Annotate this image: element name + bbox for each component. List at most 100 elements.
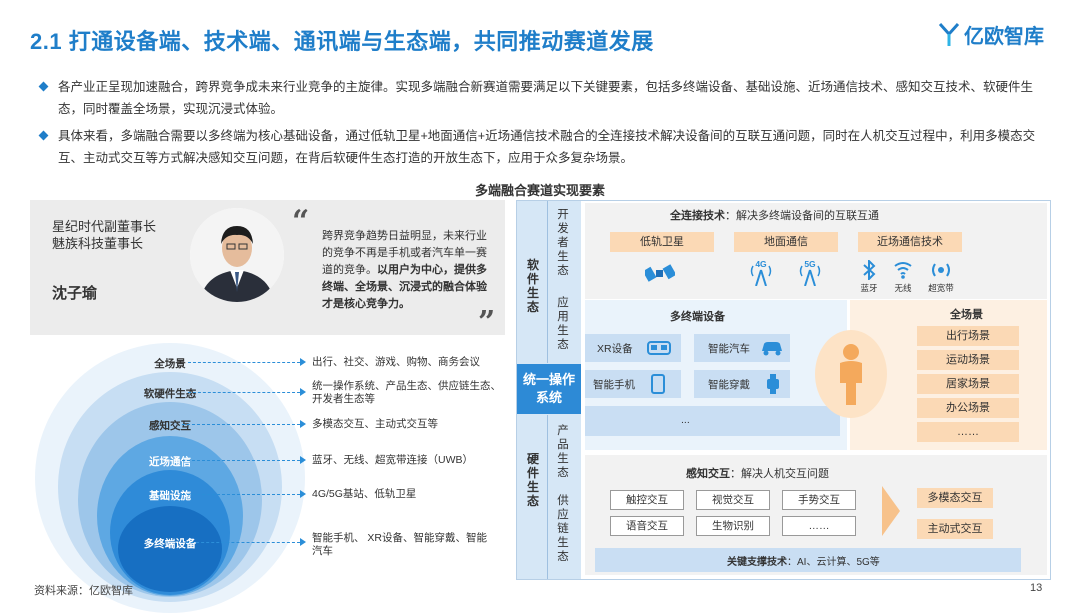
- 4g-tower-icon: [750, 265, 772, 286]
- device-label: 智能手机: [593, 379, 635, 391]
- devices-title: 多终端设备: [670, 311, 725, 323]
- quote-text: 跨界竞争趋势日益明显，未来行业的竞争不再是手机或者汽车单一赛道的竞争。以用户为中…: [322, 228, 490, 313]
- support-tech-title: 关键支撑技术: [727, 557, 787, 568]
- close-quote-mark: ”: [478, 305, 496, 340]
- software-eco-label: 软件生态: [526, 258, 539, 314]
- wireless-label: 无线: [894, 283, 912, 293]
- perception-item: 生物识别: [696, 516, 770, 536]
- layer-label: 感知交互: [149, 420, 191, 432]
- arrow-icon: [300, 490, 306, 498]
- quote-text-bold: 以用户为中心，提供多终端、全场景、沉浸式的融合体验才是核心竞争力。: [322, 264, 487, 310]
- leader-line: [188, 392, 300, 393]
- supply-eco-label: 供应链生态: [557, 495, 569, 563]
- product-eco-label: 产品生态: [557, 425, 569, 479]
- os-band: 统一操作系统: [517, 364, 581, 414]
- device-item: 智能穿戴: [694, 370, 790, 398]
- logo-text: 亿欧智库: [964, 26, 1044, 48]
- scene-item: ……: [917, 422, 1019, 442]
- quote-text-plain: 跨界竞争趋势日益明显，未来行业的竞争不再是手机或者汽车单一赛道的竞争。: [322, 230, 487, 276]
- full-connectivity-name: 全连接技术: [670, 210, 725, 222]
- perception-item: 手势交互: [782, 490, 856, 510]
- conn-item: 地面通信: [734, 232, 838, 252]
- 5g-tower-icon: [799, 265, 821, 286]
- perception-title: 感知交互：解决人机交互问题: [686, 465, 829, 481]
- person-photo-icon: [190, 208, 284, 302]
- device-item: 智能手机: [585, 370, 681, 398]
- arrow-icon: [300, 388, 306, 396]
- layer-label: 软硬件生态: [143, 388, 197, 400]
- device-label: ...: [681, 414, 690, 426]
- smartwatch-icon: [767, 374, 779, 394]
- scene-item: 运动场景: [917, 350, 1019, 370]
- quote-role-line: 星纪时代副董事长: [52, 219, 157, 234]
- device-item: XR设备: [585, 334, 681, 362]
- leader-line: [186, 542, 300, 543]
- logo-icon: [938, 22, 960, 46]
- hardware-eco-label: 硬件生态: [526, 452, 539, 508]
- leader-line: [188, 362, 300, 363]
- device-item: 智能汽车: [694, 334, 790, 362]
- bullet-item: 各产业正呈现加速融合，跨界竞争成未来行业竞争的主旋律。实现多端融合新赛道需要满足…: [40, 76, 1050, 120]
- layer-desc: 统一操作系统、产品生态、供应链生态、开发者生态等: [312, 380, 501, 405]
- bluetooth-label: 蓝牙: [860, 283, 878, 293]
- scenes-title: 全场景: [950, 309, 983, 321]
- perception-item: 触控交互: [610, 490, 684, 510]
- app-eco-label: 应用生态: [557, 297, 569, 351]
- bullet-item: 具体来看，多端融合需要以多终端为核心基础设备，通过低轨卫星+地面通信+近场通信技…: [40, 125, 1050, 169]
- layer-desc: 出行、社交、游戏、购物、商务会议: [312, 356, 480, 368]
- conn-item: 近场通信技术: [858, 232, 962, 252]
- quote-role-line: 魅族科技董事长: [52, 236, 144, 251]
- perception-desc: ：解决人机交互问题: [730, 468, 829, 480]
- layer-diagram: 全场景 软硬件生态 感知交互 近场通信 基础设施 多终端设备 出行、社交、游戏、…: [0, 0, 501, 613]
- car-icon: [762, 342, 782, 356]
- layer-desc: 多模态交互、主动式交互等: [312, 418, 438, 430]
- support-tech-text: 关键支撑技术：AI、云计算、5G等: [727, 553, 880, 568]
- layer-label: 近场通信: [149, 456, 191, 468]
- person-icon: [840, 344, 862, 405]
- arrow-icon: [300, 420, 306, 428]
- 4g-label: 4G: [755, 259, 767, 269]
- uwb-label: 超宽带: [928, 283, 954, 293]
- perception-item: ……: [782, 516, 856, 536]
- full-connectivity-title: 全连接技术：解决多终端设备间的互联互通: [670, 207, 879, 223]
- satellite-icon: [645, 264, 675, 282]
- avatar: [190, 208, 284, 302]
- leader-line: [182, 424, 300, 425]
- layer-desc: 智能手机、 XR设备、智能穿戴、智能汽车: [312, 532, 488, 557]
- column-divider: [547, 201, 548, 363]
- page-title: 2.1 打通设备端、技术端、通讯端与生态端，共同推动赛道发展: [30, 29, 654, 54]
- leader-line: [182, 494, 300, 495]
- leader-line: [182, 460, 300, 461]
- layer-desc: 4G/5G基站、低轨卫星: [312, 488, 417, 500]
- bluetooth-icon: [863, 260, 876, 280]
- layer-label: 基础设施: [149, 490, 191, 502]
- conn-item: 低轨卫星: [610, 232, 714, 252]
- perception-result: 多模态交互: [917, 488, 993, 508]
- layer-ring: [118, 506, 222, 592]
- device-label: 智能汽车: [708, 343, 750, 355]
- arrow-icon: [300, 538, 306, 546]
- source-note: 资料来源：亿欧智库: [34, 585, 133, 597]
- perception-item: 视觉交互: [696, 490, 770, 510]
- scene-item: 办公场景: [917, 398, 1019, 418]
- perception-item: 语音交互: [610, 516, 684, 536]
- support-tech-desc: ：AI、云计算、5G等: [787, 557, 880, 568]
- quote-role: 星纪时代副董事长 魅族科技董事长: [52, 218, 156, 252]
- chevron-right-icon: [882, 486, 900, 536]
- layer-desc: 蓝牙、无线、超宽带连接（UWB）: [312, 454, 473, 466]
- arrow-icon: [300, 456, 306, 464]
- uwb-icon: [932, 263, 950, 277]
- brand-logo: 亿欧智库: [938, 20, 1044, 49]
- bullet-list: 各产业正呈现加速融合，跨界竞争成未来行业竞争的主旋律。实现多端融合新赛道需要满足…: [40, 76, 1050, 174]
- support-tech-bar: [595, 548, 1021, 572]
- page-number: 13: [1030, 582, 1043, 594]
- scene-item: 居家场景: [917, 374, 1019, 394]
- smartphone-icon: [651, 374, 665, 394]
- arrow-icon: [300, 358, 306, 366]
- developer-eco-label: 开发者生态: [557, 209, 569, 277]
- open-quote-mark: “: [292, 204, 310, 239]
- quote-name: 沈子瑜: [52, 285, 98, 302]
- full-connectivity-desc: ：解决多终端设备间的互联互通: [725, 210, 879, 222]
- perception-result: 主动式交互: [917, 519, 993, 539]
- device-label: 智能穿戴: [708, 379, 750, 391]
